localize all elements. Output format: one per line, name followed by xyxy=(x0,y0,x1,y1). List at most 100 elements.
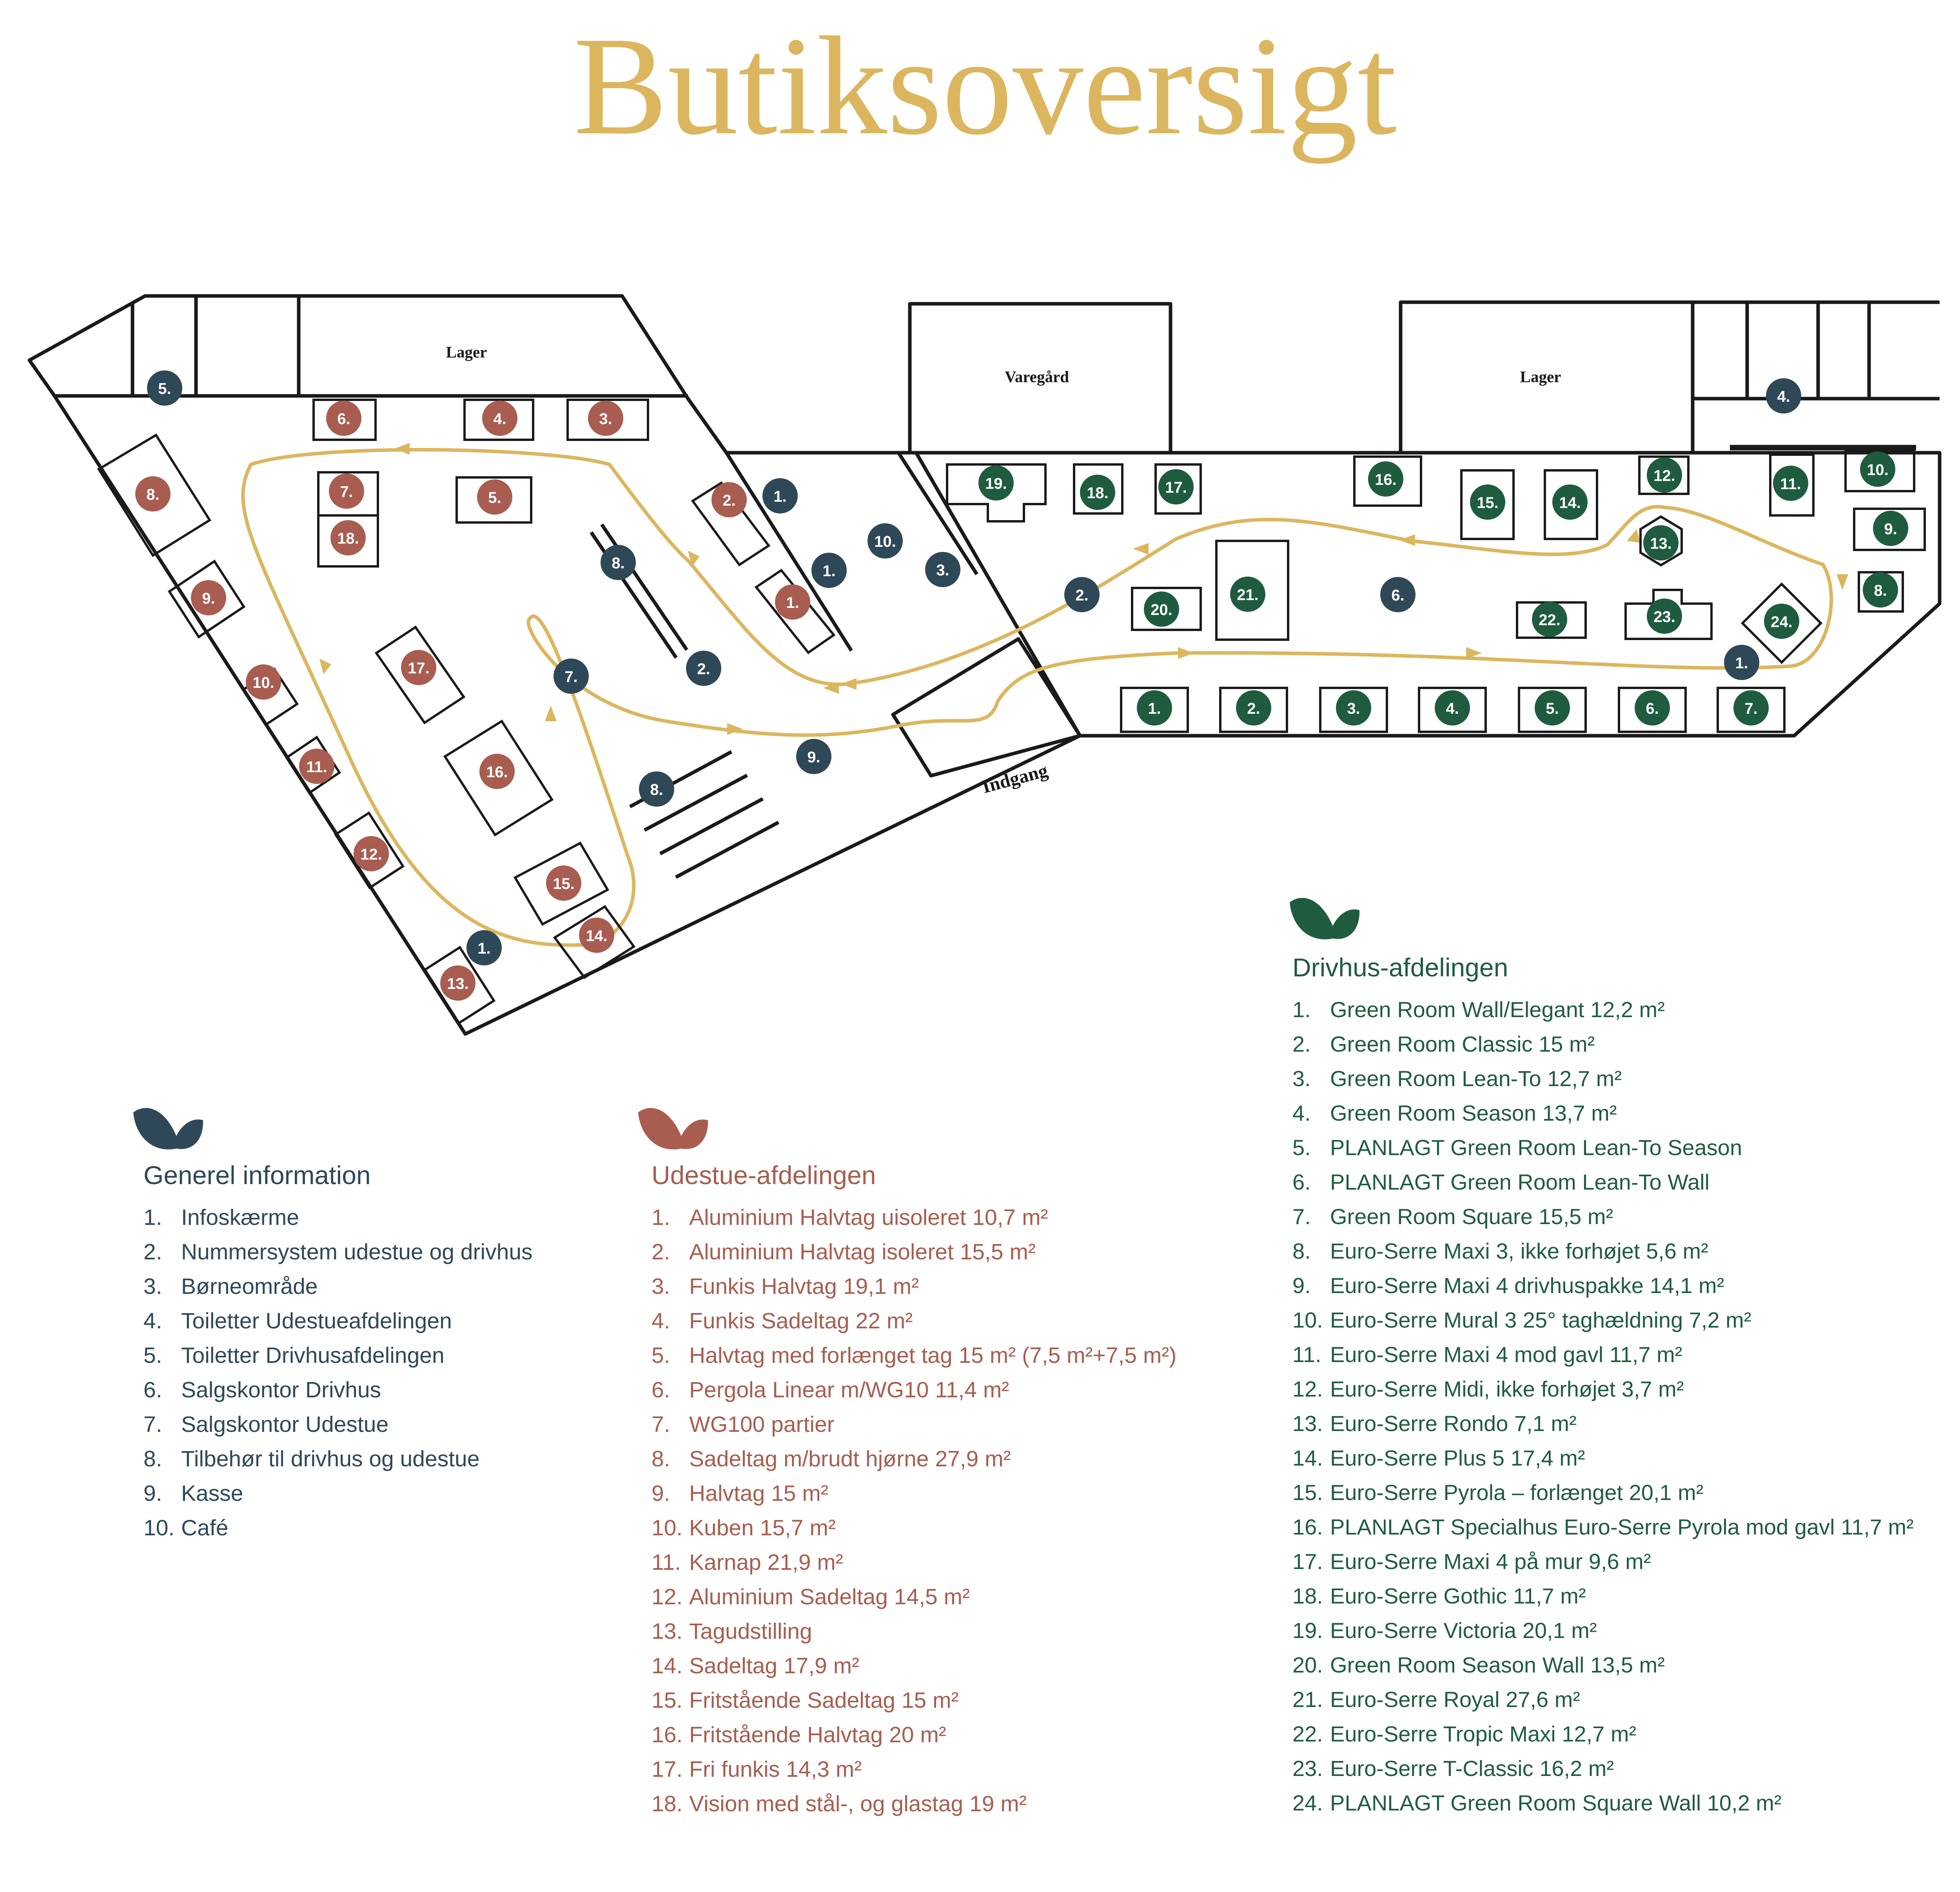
marker-label: 2. xyxy=(1075,587,1088,604)
marker-drivhus: 5. xyxy=(1535,690,1570,726)
legend-drivhus-item: 23.Euro-Serre T-Classic 16,2 m² xyxy=(1292,1751,1914,1786)
legend-item-number: 11. xyxy=(1292,1342,1321,1367)
legend-item-text: Euro-Serre Victoria 20,1 m² xyxy=(1330,1618,1597,1643)
marker-label: 13. xyxy=(1650,535,1672,552)
marker-drivhus: 17. xyxy=(1158,469,1194,504)
marker-general: 3. xyxy=(925,552,960,587)
marker-circle xyxy=(1230,577,1265,612)
legend-item-text: WG100 partier xyxy=(689,1412,835,1437)
legend-item-number: 7. xyxy=(1292,1204,1311,1229)
legend-item-number: 8. xyxy=(1292,1239,1311,1263)
marker-circle xyxy=(246,664,281,700)
marker-drivhus: 22. xyxy=(1532,602,1567,637)
leaf-icon xyxy=(133,1108,203,1150)
marker-drivhus: 10. xyxy=(1860,452,1895,487)
legend-item-text: Euro-Serre Pyrola – forlænget 20,1 m² xyxy=(1330,1480,1704,1505)
marker-circle xyxy=(1635,690,1670,726)
marker-label: 15. xyxy=(553,875,575,892)
marker-label: 10. xyxy=(1867,461,1889,479)
legend-item-text: Karnap 21,9 m² xyxy=(689,1550,843,1575)
marker-udestue: 10. xyxy=(246,664,281,700)
legend-item-number: 1. xyxy=(652,1205,670,1230)
marker-general: 8. xyxy=(601,545,636,580)
marker-label: 1. xyxy=(477,940,490,957)
legend-item-number: 7. xyxy=(143,1412,162,1437)
marker-label: 8. xyxy=(650,781,663,798)
legend-item-number: 21. xyxy=(1292,1687,1323,1712)
legend-item-number: 6. xyxy=(652,1377,670,1402)
legend-item-text: Green Room Lean-To 12,7 m² xyxy=(1330,1066,1622,1091)
marker-circle xyxy=(354,836,389,871)
marker-label: 19. xyxy=(985,475,1007,492)
legend-udestue-title: Udestue-afdelingen xyxy=(652,1161,876,1190)
legend-item-number: 5. xyxy=(143,1343,162,1368)
room-label-lager-left: Lager xyxy=(446,343,487,361)
marker-general: 2. xyxy=(686,651,721,686)
legend-item-text: Green Room Classic 15 m² xyxy=(1330,1032,1595,1056)
marker-label: 9. xyxy=(807,749,820,766)
legend-drivhus-item: 3.Green Room Lean-To 12,7 m² xyxy=(1292,1061,1914,1096)
legend-item-text: Fritstående Sadeltag 15 m² xyxy=(689,1688,959,1713)
legend-item-text: Kuben 15,7 m² xyxy=(689,1515,836,1540)
legend-item-number: 9. xyxy=(143,1481,162,1506)
legend-item-number: 2. xyxy=(652,1239,670,1264)
legend-item-text: PLANLAGT Green Room Square Wall 10,2 m² xyxy=(1330,1790,1782,1815)
legend-item-number: 4. xyxy=(1292,1101,1311,1125)
leaf-icon xyxy=(638,1108,708,1150)
marker-circle xyxy=(925,552,960,587)
marker-udestue: 2. xyxy=(711,482,747,517)
legend-item-text: Euro-Serre Maxi 4 drivhuspakke 14,1 m² xyxy=(1330,1273,1724,1298)
marker-drivhus: 18. xyxy=(1080,475,1115,510)
marker-udestue: 6. xyxy=(326,401,361,436)
legend-drivhus-item: 13.Euro-Serre Rondo 7,1 m² xyxy=(1292,1406,1914,1441)
legend-item-text: Toiletter Drivhusafdelingen xyxy=(181,1343,445,1368)
marker-label: 5. xyxy=(158,380,171,397)
legend-item-number: 9. xyxy=(652,1481,670,1506)
marker-circle xyxy=(440,965,475,1001)
marker-label: 6. xyxy=(1391,587,1404,604)
legend-drivhus-item: 14.Euro-Serre Plus 5 17,4 m² xyxy=(1292,1441,1914,1475)
legend-item-number: 10. xyxy=(143,1515,175,1540)
legend-item-text: Euro-Serre Mural 3 25° taghældning 7,2 m… xyxy=(1330,1308,1751,1332)
marker-circle xyxy=(299,749,334,784)
legend-item-text: Euro-Serre Tropic Maxi 12,7 m² xyxy=(1330,1721,1637,1746)
marker-circle xyxy=(1080,475,1115,510)
marker-circle xyxy=(1470,484,1505,520)
marker-label: 22. xyxy=(1539,611,1561,629)
legend-general-item: 10.Café xyxy=(143,1511,533,1545)
marker-label: 6. xyxy=(337,410,350,428)
legend-drivhus-item: 5.PLANLAGT Green Room Lean-To Season xyxy=(1292,1130,1914,1165)
legend-item-text: Euro-Serre Plus 5 17,4 m² xyxy=(1330,1446,1585,1470)
marker-label: 9. xyxy=(1884,521,1897,538)
marker-circle xyxy=(1144,591,1179,627)
marker-circle xyxy=(326,401,361,436)
marker-label: 23. xyxy=(1653,608,1675,626)
marker-label: 8. xyxy=(146,486,159,503)
marker-drivhus: 20. xyxy=(1144,591,1179,627)
marker-drivhus: 7. xyxy=(1733,690,1769,726)
legend-drivhus-item: 16.PLANLAGT Specialhus Euro-Serre Pyrola… xyxy=(1292,1510,1914,1544)
legend-item-text: Tagudstilling xyxy=(689,1619,812,1644)
marker-circle xyxy=(1368,461,1403,497)
legend-item-text: Green Room Wall/Elegant 12,2 m² xyxy=(1330,997,1665,1022)
marker-label: 15. xyxy=(1477,494,1499,512)
marker-circle xyxy=(978,465,1014,501)
legend-item-number: 12. xyxy=(1292,1377,1323,1401)
marker-circle xyxy=(1860,452,1895,487)
legend-udestue-item: 1.Aluminium Halvtag uisoleret 10,7 m² xyxy=(652,1200,1176,1235)
marker-label: 4. xyxy=(1777,388,1790,405)
legend-item-number: 6. xyxy=(143,1377,162,1402)
legend-drivhus-item: 20.Green Room Season Wall 13,5 m² xyxy=(1292,1648,1914,1682)
marker-drivhus: 8. xyxy=(1863,572,1898,608)
marker-label: 1. xyxy=(773,488,786,505)
marker-circle xyxy=(546,865,581,901)
marker-udestue: 8. xyxy=(135,476,171,512)
marker-general: 8. xyxy=(639,771,674,807)
marker-drivhus: 24. xyxy=(1764,604,1799,639)
legend-general-item: 7.Salgskontor Udestue xyxy=(143,1407,533,1442)
legend-general-item: 6.Salgskontor Drivhus xyxy=(143,1373,533,1407)
marker-circle xyxy=(330,520,366,555)
marker-drivhus: 19. xyxy=(978,465,1014,501)
